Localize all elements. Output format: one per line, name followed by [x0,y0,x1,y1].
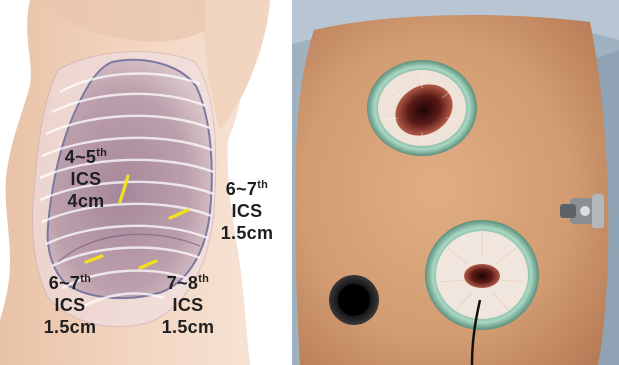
incision-label-6-7-ics-posterior: 6~7th ICS 1.5cm [212,178,282,244]
wound-protector-top [367,60,477,156]
intraoperative-photo-panel [292,0,619,365]
incision-label-4-5-ics: 4~5th ICS 4cm [50,146,122,212]
incision-label-7-8-ics: 7~8th ICS 1.5cm [150,272,226,338]
anatomy-illustration-panel: 4~5th ICS 4cm 6~7th ICS 1.5cm 6~7th ICS … [0,0,286,365]
intraoperative-photo [292,0,619,365]
incision-label-6-7-ics-anterior: 6~7th ICS 1.5cm [32,272,108,338]
wound-protector-bottom [425,220,539,330]
trocar-port [329,275,379,325]
